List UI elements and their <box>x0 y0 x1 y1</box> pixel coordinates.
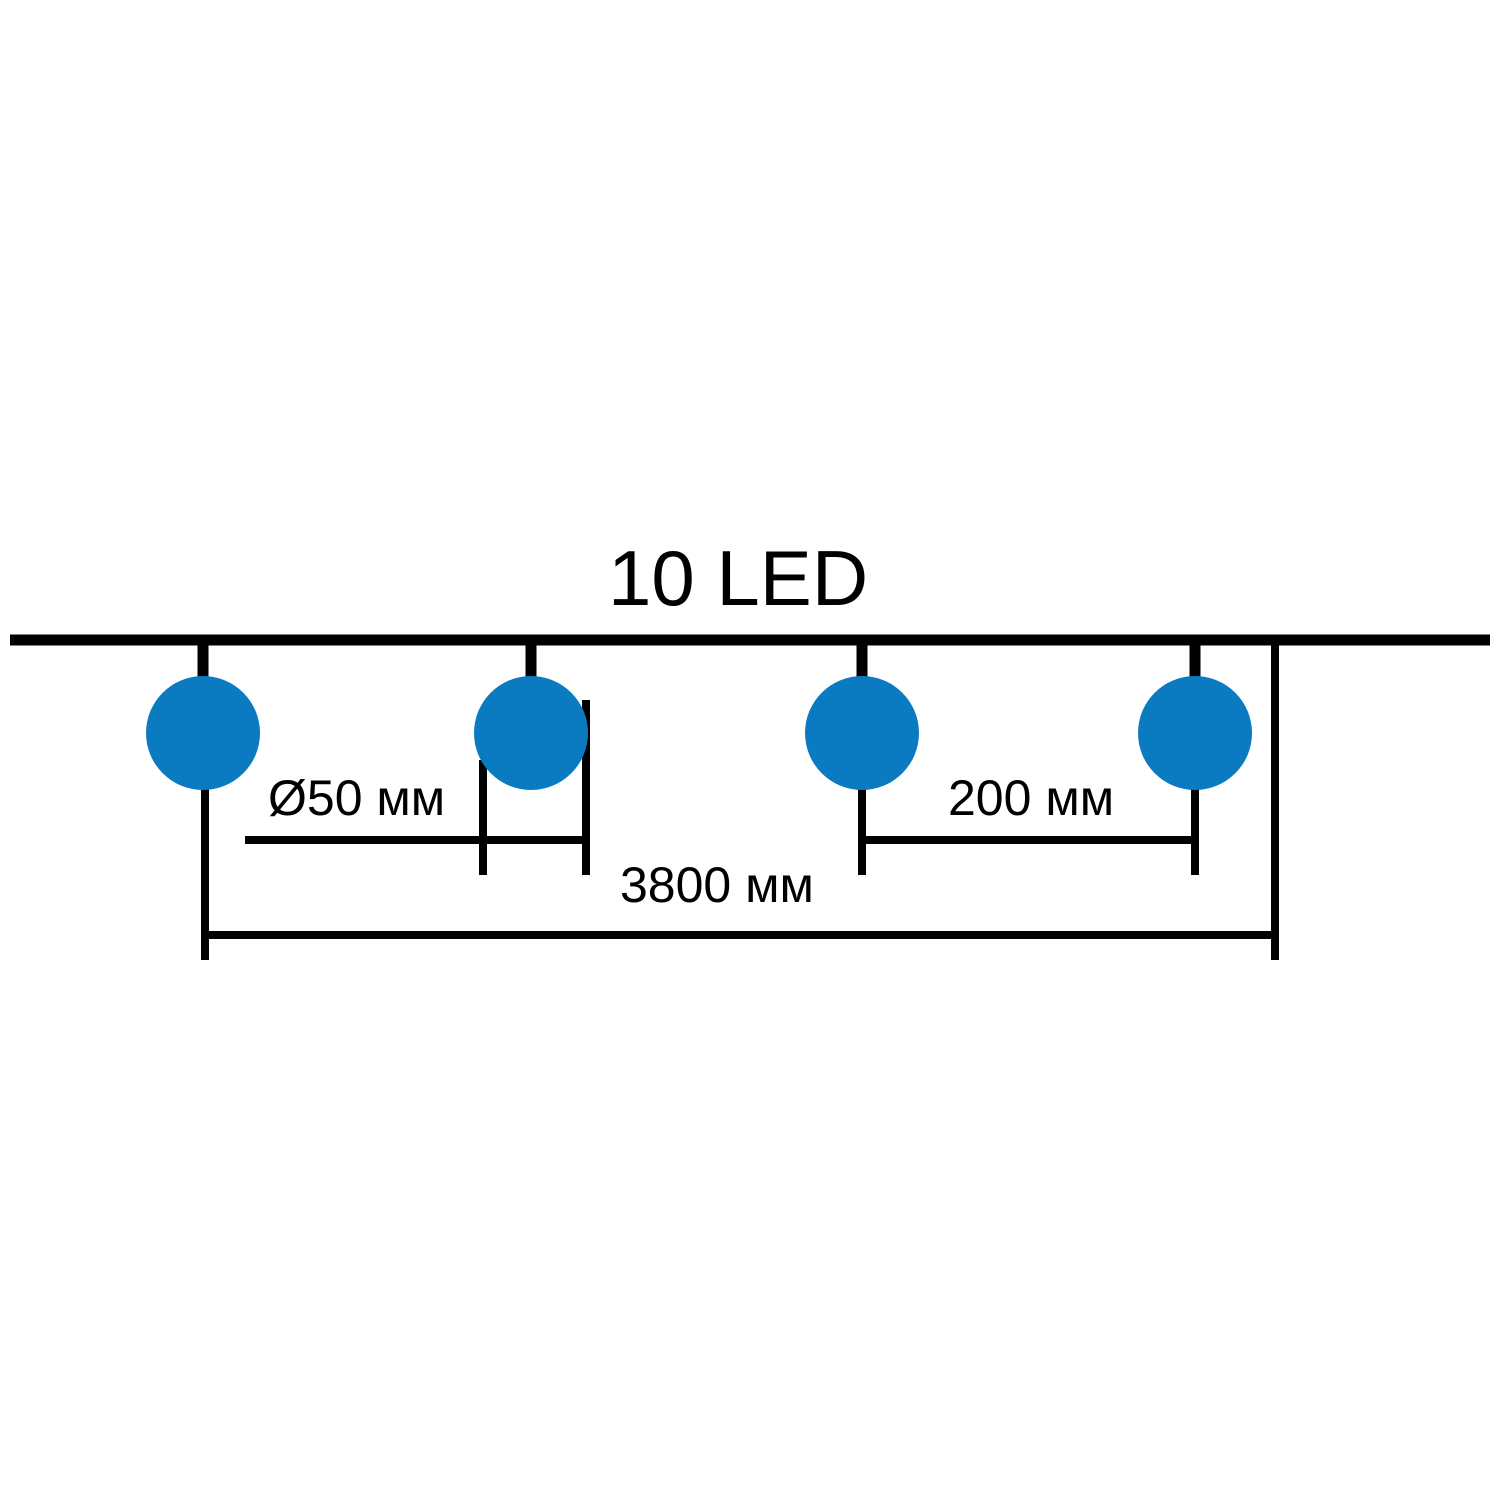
led-bulbs-group <box>146 676 1252 790</box>
dimension-label-bulb-diameter: Ø50 мм <box>268 770 445 826</box>
dimension-label-total-length: 3800 мм <box>620 857 814 913</box>
led-bulb-3 <box>805 676 919 790</box>
page-title: 10 LED <box>608 534 868 622</box>
led-bulb-4 <box>1138 676 1252 790</box>
dimension-lines-group <box>205 836 1275 939</box>
led-bulb-2 <box>474 676 588 790</box>
led-bulb-1 <box>146 676 260 790</box>
dimension-label-bulb-spacing: 200 мм <box>948 770 1114 826</box>
